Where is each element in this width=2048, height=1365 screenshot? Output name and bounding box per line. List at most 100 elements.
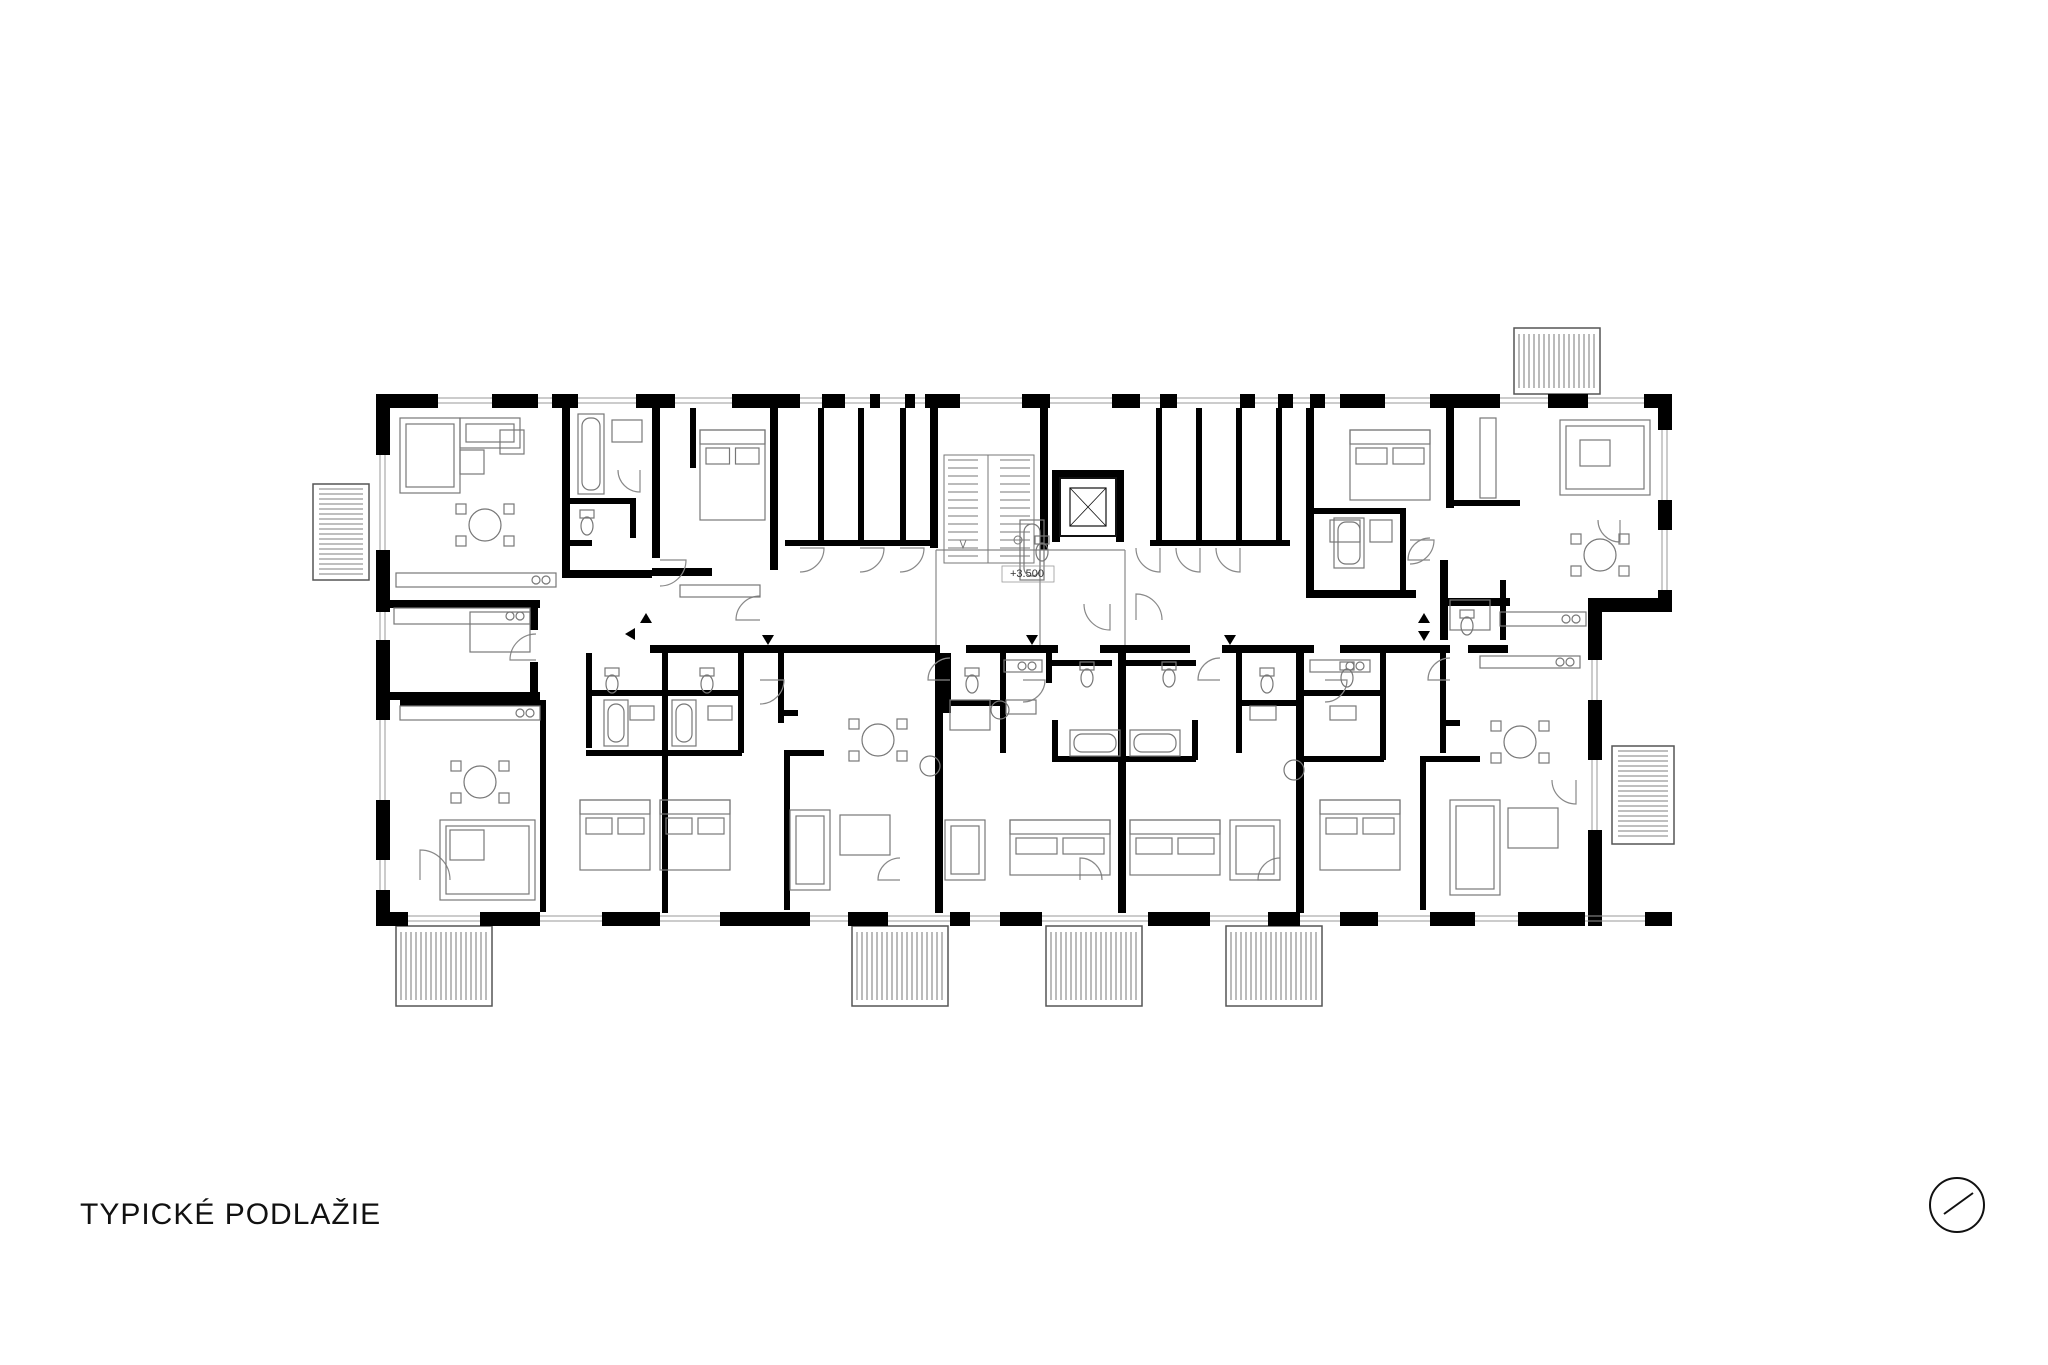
door-swing [1079,857,1103,881]
pillow [1325,817,1358,835]
partition-wall [1306,408,1314,598]
sink [1005,699,1037,715]
partition-wall [1296,653,1304,913]
partition-wall [1440,598,1510,606]
wall-segment [1310,394,1325,408]
bathtub-basin [1073,733,1117,753]
balcony [851,925,949,1007]
core-wall [1052,470,1124,478]
partition-wall [1046,653,1052,683]
chair [450,792,462,804]
partition-wall [943,700,1003,706]
counter [1449,599,1491,631]
chair [1538,752,1550,764]
wall-segment [1588,598,1602,660]
door-swing [1215,547,1241,573]
stove-burner [531,575,541,585]
chair [1570,533,1582,545]
partition-wall [784,750,824,756]
wall-segment [376,800,390,860]
furniture [393,413,1651,901]
sofa [1229,819,1281,881]
sink [1369,519,1393,543]
partition-wall [630,498,636,538]
chair [450,760,462,772]
wall-segment [1590,598,1672,612]
stove-burner [541,575,551,585]
partition-wall [1306,590,1416,598]
wall-segment [848,912,888,926]
counter [469,611,531,653]
door-swing [1257,857,1281,881]
kitchen-counter [1479,655,1581,669]
wall-segment [732,394,800,408]
wall-segment [1588,700,1602,760]
balcony [312,483,370,581]
balcony [1225,925,1323,1007]
partition-wall [1236,700,1296,706]
pillow [1062,837,1105,855]
pillow [665,817,693,835]
pillow [585,817,613,835]
wall-segment [376,550,390,612]
bed-headboard [659,799,731,815]
wall-segment [1268,912,1300,926]
door-swing [1175,547,1201,573]
dining-table [463,765,497,799]
stove-burner [1017,661,1027,671]
wall-segment [1160,394,1177,408]
bed-headboard [1129,819,1221,835]
storage-wall [858,408,864,546]
partition-wall [562,570,652,578]
wall-segment [1278,394,1293,408]
partition-wall [1380,690,1386,760]
wall-segment [1112,394,1140,408]
dining-table [861,723,895,757]
chair [896,750,908,762]
chair [503,535,515,547]
balcony [395,925,493,1007]
toilet-bowl [1162,668,1176,688]
sink [611,419,643,443]
partition-wall [1440,756,1480,762]
exterior-walls [376,394,1672,926]
storage-wall [818,408,824,546]
partition-wall [770,408,778,570]
partition-wall [943,653,951,713]
partition-wall [1304,756,1384,762]
toilet-tank [579,509,595,519]
armchair [499,429,525,455]
partition-wall [778,710,798,716]
bathtub-basin [675,703,693,743]
partition-wall [738,653,744,753]
core-wall [1040,408,1048,550]
partition-wall [662,653,668,913]
wall-segment [1022,394,1050,408]
bathtub [1333,517,1365,569]
chair [1490,720,1502,732]
toilet-tank [1259,667,1275,677]
core-wall [1116,470,1124,542]
chair [1283,759,1305,781]
triangle-marker-icon [762,635,774,645]
chair [455,535,467,547]
stove-burner [1565,657,1575,667]
sink [629,705,655,721]
elevator-cabin [1069,487,1107,527]
bathtub-basin [607,703,625,743]
wall-segment [1645,912,1672,926]
toilet-tank [699,667,715,677]
door-swing [759,679,785,705]
stove-burner [1345,661,1355,671]
partition-wall [390,600,540,608]
balcony [1513,327,1601,395]
sofa-cushion [1565,425,1645,490]
partition-wall [562,408,570,576]
stove-burner [515,708,525,718]
partition-wall [1000,653,1006,753]
partition-wall [1400,508,1406,598]
chair [1570,565,1582,577]
bathtub [1019,519,1045,581]
level-label-box [1001,565,1055,583]
